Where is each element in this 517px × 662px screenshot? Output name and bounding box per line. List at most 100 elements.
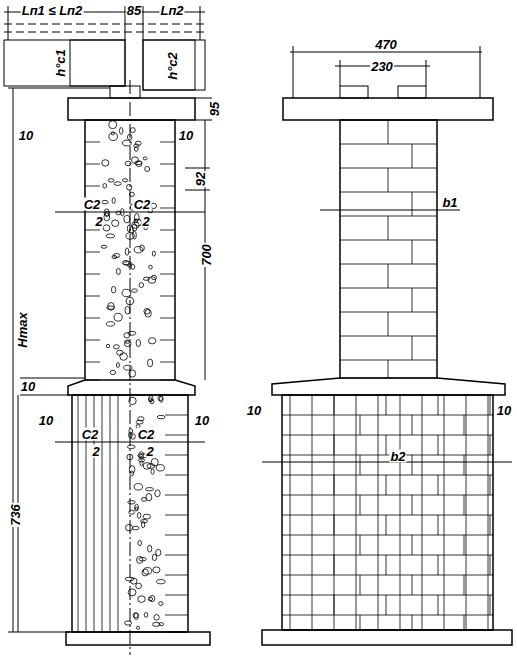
- brick-joint: [165, 555, 188, 556]
- brick-joint: [464, 495, 465, 515]
- rubble-stone: [152, 275, 157, 280]
- rubble-stone: [152, 251, 155, 256]
- rubble-stone: [128, 589, 136, 596]
- brick-joint: [340, 192, 437, 193]
- rubble-stone: [157, 415, 165, 418]
- rubble-stone: [113, 254, 119, 258]
- rubble-stone: [148, 545, 152, 552]
- brick-joint: [490, 475, 491, 495]
- brick-joint: [412, 615, 413, 630]
- rubble-stone: [144, 613, 148, 618]
- brick-joint: [490, 515, 491, 535]
- brick-joint: [165, 632, 188, 633]
- brick-joint: [165, 435, 188, 436]
- brick-joint: [360, 495, 361, 515]
- rubble-stone: [131, 264, 135, 269]
- rubble-stone: [129, 370, 136, 377]
- rubble-stone: [156, 465, 164, 471]
- brick-joint: [85, 318, 100, 319]
- rubble-stone: [124, 262, 132, 266]
- brick-joint: [160, 230, 175, 231]
- brick-joint: [340, 378, 437, 379]
- rubble-stone: [125, 161, 131, 166]
- brick-joint: [85, 380, 100, 381]
- section-number: 2: [91, 445, 100, 458]
- brick-joint: [85, 274, 100, 275]
- brick-joint: [378, 395, 379, 630]
- brick-joint: [290, 395, 291, 630]
- brick-joint: [334, 395, 335, 630]
- rubble-stone: [129, 510, 135, 514]
- brick-joint: [490, 395, 491, 415]
- brick-joint: [464, 615, 465, 630]
- brick-joint: [160, 164, 175, 165]
- rubble-stone: [114, 182, 121, 186]
- rubble-stone: [139, 283, 144, 288]
- rubble-stone: [143, 463, 151, 470]
- brick-joint: [444, 395, 445, 630]
- brick-joint: [412, 535, 413, 555]
- rubble-stone: [129, 432, 133, 438]
- dimension: 736: [8, 503, 21, 527]
- brick-joint: [360, 615, 361, 630]
- rubble-stone: [134, 613, 138, 620]
- dimension: 10: [194, 414, 210, 427]
- rubble-stone: [103, 225, 110, 231]
- brick-joint: [85, 252, 100, 253]
- brick-joint: [360, 575, 361, 595]
- rubble-stone: [117, 268, 121, 275]
- brick-joint: [85, 340, 100, 341]
- brick-joint: [160, 380, 175, 381]
- rubble-stone: [104, 209, 109, 217]
- rubble-stone: [109, 133, 118, 141]
- brick-joint: [85, 164, 100, 165]
- brick-joint: [282, 435, 493, 436]
- rubble-stone: [159, 623, 164, 626]
- section-mark: C2: [137, 428, 156, 441]
- brick-joint: [490, 555, 491, 575]
- brick-joint: [282, 575, 493, 576]
- rubble-stone: [149, 338, 156, 344]
- brick-joint: [160, 252, 175, 253]
- rubble-stone: [102, 160, 109, 166]
- rubble-stone: [123, 140, 132, 146]
- brick-joint: [85, 186, 100, 187]
- brick-joint: [412, 240, 413, 264]
- rubble-stone: [151, 458, 158, 466]
- rubble-stone: [125, 621, 132, 625]
- rubble-stone: [132, 289, 138, 292]
- brick-joint: [165, 415, 188, 416]
- rubble-stone: [101, 245, 107, 248]
- brick-joint: [386, 595, 387, 615]
- rubble-stone: [141, 498, 146, 502]
- brick-joint: [388, 264, 389, 288]
- brick-joint: [102, 395, 103, 632]
- brick-joint: [340, 312, 437, 313]
- brick-joint: [360, 415, 361, 435]
- rubble-stone: [128, 331, 136, 335]
- brick-joint: [165, 615, 188, 616]
- brick-joint: [388, 168, 389, 192]
- brick-joint: [340, 288, 437, 289]
- dimension: 10: [20, 380, 36, 393]
- rubble-stone: [141, 520, 148, 523]
- section-number: 2: [141, 215, 150, 228]
- brick-joint: [85, 230, 100, 231]
- brick-joint: [464, 575, 465, 595]
- section-number: 2: [94, 215, 103, 228]
- brick-joint: [360, 455, 361, 475]
- brick-joint: [85, 362, 100, 363]
- dimension: 10: [18, 129, 34, 142]
- section-mark: C2: [133, 198, 152, 211]
- brick-joint: [85, 142, 100, 143]
- dimension: 700: [200, 243, 213, 267]
- rubble-stone: [133, 613, 138, 618]
- brick-joint: [386, 475, 387, 495]
- rubble-stone: [136, 340, 140, 347]
- brick-joint: [312, 395, 313, 630]
- rubble-stone: [122, 179, 127, 182]
- rubble-stone: [138, 454, 142, 458]
- brick-joint: [340, 216, 437, 217]
- brick-joint: [282, 455, 493, 456]
- rubble-stone: [142, 521, 145, 528]
